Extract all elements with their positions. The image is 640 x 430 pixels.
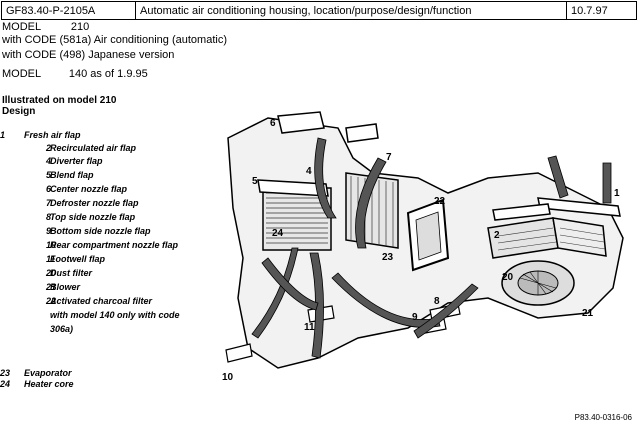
legend-text: with model 140 only with code	[50, 310, 180, 320]
figure-reference: P83.40-0316-06	[574, 413, 632, 422]
center-nozzle-flap	[277, 111, 325, 134]
callout-10: 10	[222, 372, 234, 383]
legend-number: 21	[46, 282, 57, 292]
model-line-2: with CODE (581a) Air conditioning (autom…	[2, 34, 227, 46]
legend-text: Activated charcoal filter	[50, 296, 153, 306]
callout-9: 9	[412, 312, 418, 323]
dust-filter	[487, 217, 607, 259]
legend-text: Blend flap	[50, 170, 94, 180]
doc-title: Automatic air conditioning housing, loca…	[136, 2, 567, 19]
legend-text: Dust filter	[50, 268, 93, 278]
blower	[501, 260, 575, 306]
callout-24: 24	[272, 228, 284, 239]
ac-housing-diagram: 6 7 4 5 24 22 1 2 23 20 21 8 9 11 10	[208, 98, 636, 404]
model-line-1: MODEL 210	[2, 21, 89, 33]
legend-text: Top side nozzle flap	[50, 212, 136, 222]
callout-11: 11	[304, 322, 315, 333]
legend-text: Bottom side nozzle flap	[50, 226, 151, 236]
callout-2: 2	[494, 230, 500, 241]
callout-7: 7	[386, 152, 392, 163]
callout-23: 23	[382, 252, 394, 263]
legend-number: 1	[0, 130, 6, 140]
legend-text: Evaporator	[24, 368, 72, 378]
legend-text: Fresh air flap	[24, 130, 81, 140]
legend-text: Defroster nozzle flap	[50, 198, 139, 208]
legend-number: 23	[0, 368, 11, 378]
model-line-4: MODEL 140 as of 1.9.95	[2, 68, 148, 80]
callout-6: 6	[270, 118, 276, 129]
legend-number: 20	[46, 268, 57, 278]
legend-number: 8	[46, 212, 52, 222]
callout-22: 22	[434, 196, 446, 207]
defroster-nozzle-flap	[345, 123, 379, 143]
legend-text: Rear compartment nozzle flap	[50, 240, 179, 250]
model-line-3: with CODE (498) Japanese version	[2, 49, 175, 61]
legend-number: 22	[46, 296, 57, 306]
header-table: GF83.40-P-2105A Automatic air conditioni…	[1, 1, 637, 20]
legend-number: 4	[46, 156, 52, 166]
legend-number: 11	[46, 254, 56, 264]
callout-8: 8	[434, 296, 440, 307]
legend-text: 306a)	[50, 324, 74, 334]
legend-number: 10	[46, 240, 57, 250]
legend-number: 2	[46, 143, 52, 153]
rear-compartment-nozzle-flap	[225, 343, 253, 363]
design-heading: Design	[2, 106, 36, 117]
model-value: 210	[70, 21, 90, 33]
illustrated-on: Illustrated on model 210	[2, 95, 117, 106]
legend-text: Heater core	[24, 379, 74, 389]
blend-flap	[257, 179, 329, 197]
airflow-arrows	[251, 137, 612, 359]
legend-text: Diverter flap	[50, 156, 103, 166]
legend-text: Blower	[50, 282, 81, 292]
callout-1: 1	[614, 188, 620, 199]
legend-number: 9	[46, 226, 52, 236]
legend-text: Footwell flap	[50, 254, 105, 264]
heater-core	[262, 187, 332, 251]
callout-20: 20	[502, 272, 514, 283]
legend-number: 24	[0, 379, 11, 389]
legend-number: 6	[46, 184, 52, 194]
model-label-2: MODEL	[2, 68, 41, 80]
callout-5: 5	[252, 176, 258, 187]
doc-id: GF83.40-P-2105A	[2, 2, 136, 19]
callout-4: 4	[306, 166, 312, 177]
legend-text: Center nozzle flap	[50, 184, 128, 194]
callout-21: 21	[582, 308, 594, 319]
model-value-2: 140 as of 1.9.95	[68, 68, 148, 80]
legend-number: 7	[46, 198, 52, 208]
model-label: MODEL	[2, 21, 41, 33]
doc-date: 10.7.97	[571, 4, 608, 17]
legend-number: 5	[46, 170, 52, 180]
recirculated-air-flap	[492, 203, 551, 221]
legend-text: Recirculated air flap	[50, 143, 137, 153]
